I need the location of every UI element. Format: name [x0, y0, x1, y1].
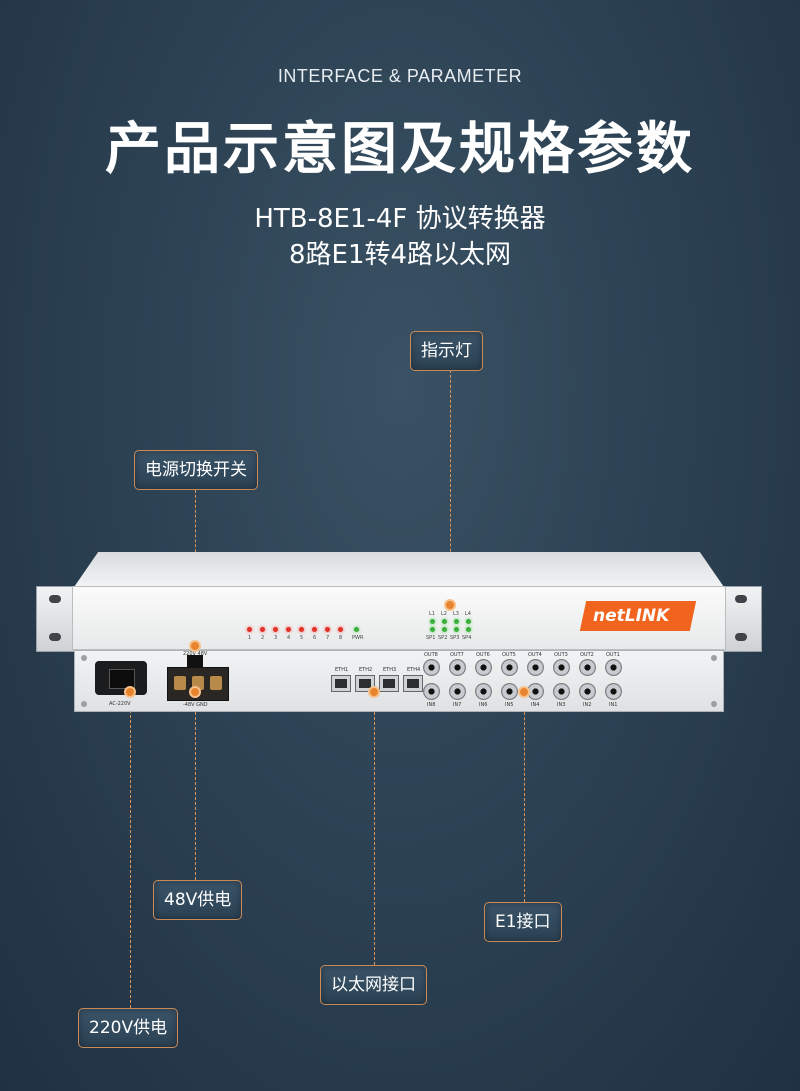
- eth-port-1[interactable]: [331, 675, 351, 692]
- in-label-4: IN4: [531, 702, 540, 708]
- in-label-2: IN2: [583, 702, 592, 708]
- netlink-logo-text: netLINK: [593, 606, 670, 626]
- rack-ear-right: [722, 586, 762, 652]
- eth-label-1: ETH1: [335, 667, 349, 673]
- in-label-3: IN3: [557, 702, 566, 708]
- out-label-6: OUT6: [476, 652, 490, 658]
- bnc-out-3[interactable]: [553, 659, 570, 676]
- bnc-in-1[interactable]: [605, 683, 622, 700]
- ac-socket-inner: [109, 669, 135, 689]
- 220v-leader-line: [130, 700, 131, 1008]
- eth-leader-line: [374, 697, 375, 965]
- bnc-in-4[interactable]: [527, 683, 544, 700]
- model-line-2: 8路E1转4路以太网: [288, 240, 512, 270]
- out-label-8: OUT8: [424, 652, 438, 658]
- switch-label: 220V 48V: [183, 651, 208, 657]
- bnc-in-6[interactable]: [475, 683, 492, 700]
- 48v-leader-line: [195, 692, 196, 880]
- bnc-in-8[interactable]: [423, 683, 440, 700]
- dc-label: -48V GND: [183, 702, 208, 708]
- pwr-label: PWR: [352, 635, 364, 641]
- link-label-1: L1: [429, 611, 435, 617]
- rear-panel: AC-220V 220V 48V -48V GND ETH1 ETH2 ETH3…: [74, 650, 724, 712]
- 48v-power-callout: 48V供电: [153, 880, 243, 920]
- led-num-4: 4: [287, 635, 291, 641]
- bnc-in-5[interactable]: [501, 683, 518, 700]
- link-label-3: L3: [453, 611, 459, 617]
- led-num-2: 2: [261, 635, 265, 641]
- led-num-1: 1: [248, 635, 252, 641]
- spd-label-2: SP2: [438, 635, 448, 641]
- ac-label: AC-220V: [109, 701, 131, 707]
- power-switch[interactable]: [187, 655, 203, 667]
- dc-terminal-block[interactable]: [167, 667, 229, 701]
- 48v-dot: [189, 686, 201, 698]
- bnc-out-6[interactable]: [475, 659, 492, 676]
- 220v-dot: [124, 686, 136, 698]
- eth-label-3: ETH3: [383, 667, 397, 673]
- eth-label-4: ETH4: [407, 667, 421, 673]
- in-label-6: IN6: [479, 702, 488, 708]
- out-label-1: OUT1: [606, 652, 620, 658]
- e1-port-callout: E1接口: [484, 902, 562, 942]
- subtitle-en: INTERFACE & PARAMETER: [277, 66, 523, 86]
- in-label-7: IN7: [453, 702, 462, 708]
- out-label-3: OUT3: [554, 652, 568, 658]
- protocol-converter-device: 1 2 3 4 5 6 7 8 PWR L1 L2 L3 L4 SP1 SP2 …: [36, 552, 762, 722]
- bnc-out-5[interactable]: [501, 659, 518, 676]
- indicator-leader-line: [450, 370, 451, 606]
- led-num-8: 8: [339, 635, 343, 641]
- out-label-2: OUT2: [580, 652, 594, 658]
- eth-dot: [368, 686, 380, 698]
- link-label-4: L4: [465, 611, 471, 617]
- in-label-5: IN5: [505, 702, 514, 708]
- out-label-5: OUT5: [502, 652, 516, 658]
- page-title: 产品示意图及规格参数: [105, 117, 695, 182]
- eth-label-2: ETH2: [359, 667, 373, 673]
- model-line-1: HTB-8E1-4F 协议转换器: [254, 204, 546, 234]
- eth-port-3[interactable]: [379, 675, 399, 692]
- led-num-3: 3: [274, 635, 278, 641]
- spd-label-4: SP4: [462, 635, 472, 641]
- bnc-out-1[interactable]: [605, 659, 622, 676]
- bnc-in-2[interactable]: [579, 683, 596, 700]
- out-label-4: OUT4: [528, 652, 542, 658]
- bnc-out-8[interactable]: [423, 659, 440, 676]
- 220v-power-callout: 220V供电: [78, 1008, 179, 1048]
- switch-dot: [189, 640, 201, 652]
- led-num-6: 6: [313, 635, 317, 641]
- eth-port-4[interactable]: [403, 675, 423, 692]
- bnc-out-7[interactable]: [449, 659, 466, 676]
- rack-ear-left: [36, 586, 76, 652]
- indicator-dot: [444, 599, 456, 611]
- led-num-5: 5: [300, 635, 304, 641]
- bnc-in-7[interactable]: [449, 683, 466, 700]
- power-switch-callout: 电源切换开关: [134, 450, 258, 490]
- bnc-out-4[interactable]: [527, 659, 544, 676]
- bnc-out-2[interactable]: [579, 659, 596, 676]
- e1-leader-line: [524, 697, 525, 902]
- spd-label-1: SP1: [426, 635, 436, 641]
- link-label-2: L2: [441, 611, 447, 617]
- in-label-8: IN8: [427, 702, 436, 708]
- led-num-7: 7: [326, 635, 330, 641]
- spd-label-3: SP3: [450, 635, 460, 641]
- device-top-cover: [72, 552, 726, 590]
- bnc-in-3[interactable]: [553, 683, 570, 700]
- out-label-7: OUT7: [450, 652, 464, 658]
- front-panel: 1 2 3 4 5 6 7 8 PWR L1 L2 L3 L4 SP1 SP2 …: [72, 586, 726, 650]
- ethernet-port-callout: 以太网接口: [320, 965, 427, 1005]
- in-label-1: IN1: [609, 702, 618, 708]
- indicator-callout: 指示灯: [410, 331, 483, 371]
- e1-dot: [518, 686, 530, 698]
